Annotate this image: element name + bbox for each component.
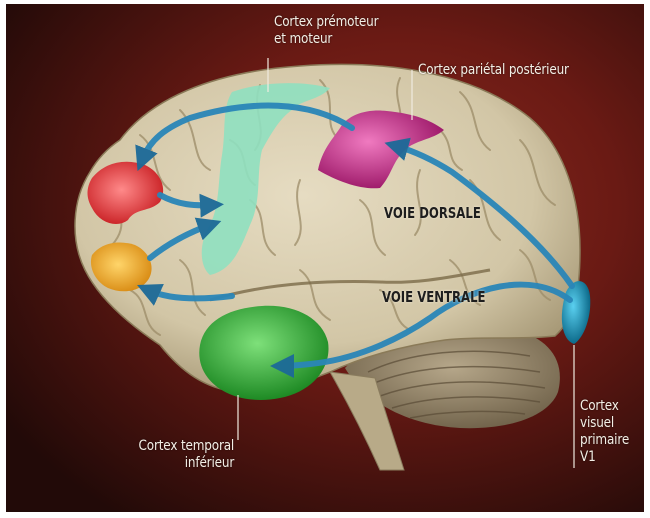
label-visual-line-1: Cortex [580,398,629,415]
label-temporal: Cortex temporal inférieur [138,438,234,472]
label-visual-line-4: V1 [580,449,629,466]
label-parietal-text: Cortex pariétal postérieur [418,62,569,79]
label-dorsal-pathway: VOIE DORSALE [384,204,481,222]
label-visual-line-2: visuel [580,415,629,432]
label-premotor-line-1: Cortex prémoteur [274,14,378,31]
label-temporal-line-1: Cortex temporal [138,438,234,455]
label-premotor-line-2: et moteur [274,31,378,48]
label-premotor: Cortex prémoteur et moteur [274,14,378,48]
label-visual: Cortex visuel primaire V1 [580,398,629,466]
label-parietal: Cortex pariétal postérieur [418,62,569,79]
label-ventral-pathway: VOIE VENTRALE [382,288,486,306]
label-temporal-line-2: inférieur [138,455,234,472]
label-visual-line-3: primaire [580,432,629,449]
